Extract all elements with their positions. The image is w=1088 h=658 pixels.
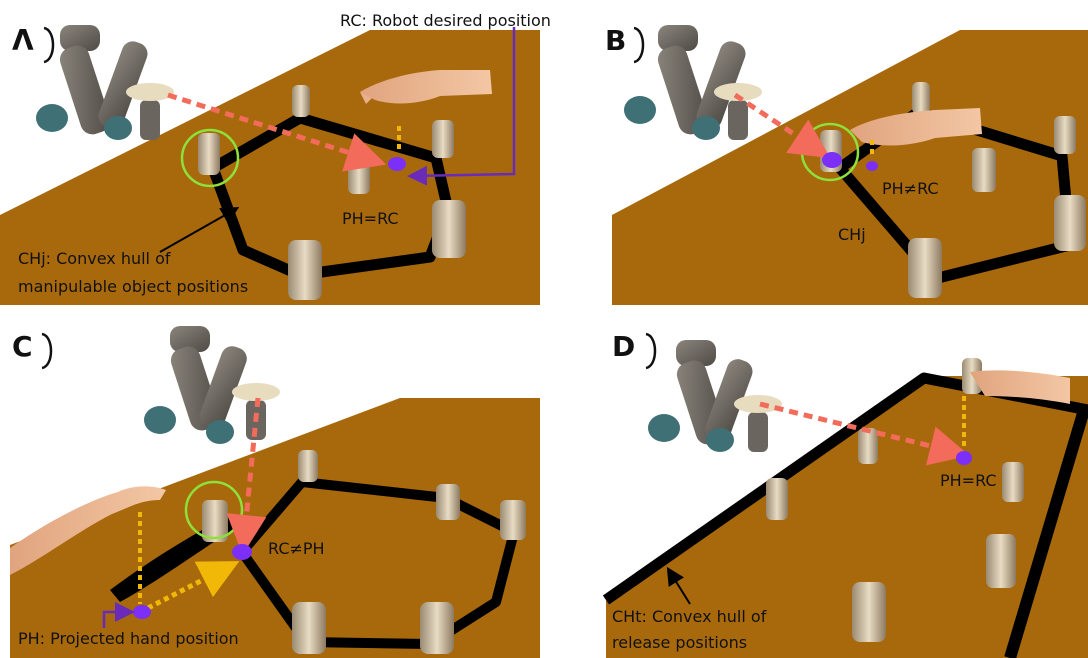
robot-path xyxy=(759,401,970,466)
hand-marker xyxy=(133,605,151,619)
cans xyxy=(202,450,526,654)
table-surface xyxy=(10,398,540,658)
hull-label-line2: release positions xyxy=(612,633,747,652)
ph-annotation-arrow xyxy=(102,602,135,628)
panel-bracket xyxy=(41,332,53,370)
hull-label-line1: CHt: Convex hull of xyxy=(612,607,767,626)
hull-label-line1: CHj: Convex hull of xyxy=(18,249,171,268)
human-hand xyxy=(360,70,492,104)
panel-letter-b: B xyxy=(605,24,626,57)
hull-label-line2: manipulable object positions xyxy=(18,277,248,296)
hand-marker xyxy=(866,161,878,171)
panel-c: C RC≠PH PH: Projected hand position xyxy=(10,326,540,658)
grasp-circle xyxy=(180,128,240,188)
panel-bracket xyxy=(43,26,55,64)
hull-pointer-arrow xyxy=(666,566,691,605)
robot-arm xyxy=(624,25,762,140)
panel-d: D PH=RC CHt: Convex hull of release posi… xyxy=(602,330,1088,658)
hull-label: CHj xyxy=(838,225,866,244)
convex-hull xyxy=(602,372,1088,605)
robot-marker xyxy=(232,544,252,560)
convex-hull-right xyxy=(1004,408,1088,658)
ph-label: PH: Projected hand position xyxy=(18,629,239,648)
hull-pointer-arrow xyxy=(159,207,240,253)
inequality-label: PH≠RC xyxy=(882,179,939,198)
cans xyxy=(820,82,1086,298)
robot-path xyxy=(167,92,387,172)
human-hand xyxy=(10,486,166,575)
human-hand xyxy=(970,370,1070,404)
robot-arm xyxy=(648,340,782,452)
robot-marker xyxy=(822,152,842,168)
cans xyxy=(198,85,466,300)
target-marker xyxy=(956,451,972,465)
robot-path xyxy=(733,92,831,159)
rc-label: RC: Robot desired position xyxy=(340,11,551,30)
panel-a: Λ RC: Robot desired position PH=RC CHj: … xyxy=(0,11,551,305)
robot-path xyxy=(226,397,267,555)
rc-annotation-arrow xyxy=(407,27,516,186)
inequality-label: RC≠PH xyxy=(268,539,325,558)
panel-letter-c: C xyxy=(12,330,33,363)
human-hand xyxy=(850,108,982,146)
cans xyxy=(766,358,1024,642)
panel-letter-a: Λ xyxy=(12,24,34,57)
convex-hull xyxy=(237,477,519,649)
grasp-circle xyxy=(184,480,244,540)
equality-label: PH=RC xyxy=(342,209,399,228)
equality-label: PH=RC xyxy=(940,471,997,490)
target-marker xyxy=(388,157,406,171)
panel-letter-d: D xyxy=(612,330,635,363)
robot-arm xyxy=(36,25,174,140)
panel-bracket xyxy=(633,26,645,64)
robot-arm xyxy=(144,326,280,444)
panel-b: B PH≠RC CHj xyxy=(605,24,1088,305)
panel-bracket xyxy=(645,332,657,370)
hand-to-robot-line xyxy=(146,561,240,611)
